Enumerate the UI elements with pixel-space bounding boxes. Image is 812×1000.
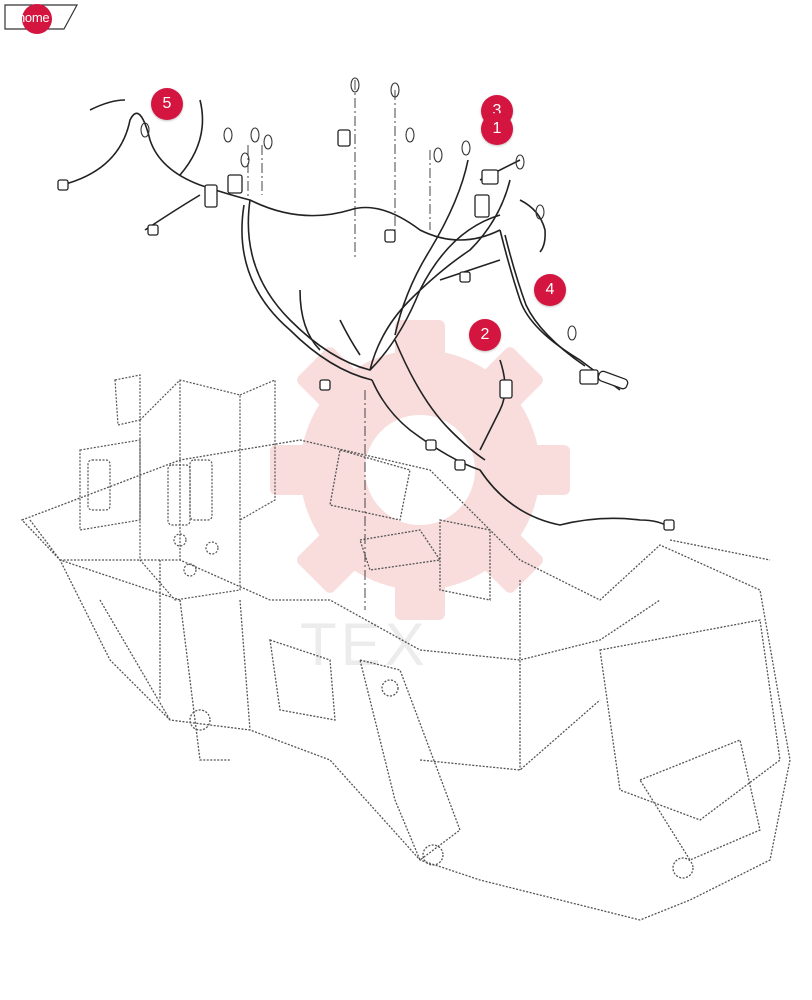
callout-5[interactable]: 5 [151, 88, 183, 120]
callout-2[interactable]: 2 [469, 319, 501, 351]
machine-frame [20, 439, 791, 921]
wiring-harness [61, 99, 671, 529]
watermark-gear-icon [270, 320, 570, 620]
home-dot [22, 4, 52, 34]
harness-clips [140, 77, 577, 341]
harness-connectors [57, 129, 675, 531]
center-lines [247, 80, 431, 610]
callout-1[interactable]: 1 [481, 113, 513, 145]
filter-tank-assembly [79, 374, 276, 601]
callout-4[interactable]: 4 [534, 274, 566, 306]
home-button[interactable]: home [4, 4, 78, 34]
home-label: home [18, 10, 50, 25]
watermark-text: TEX [300, 611, 429, 678]
